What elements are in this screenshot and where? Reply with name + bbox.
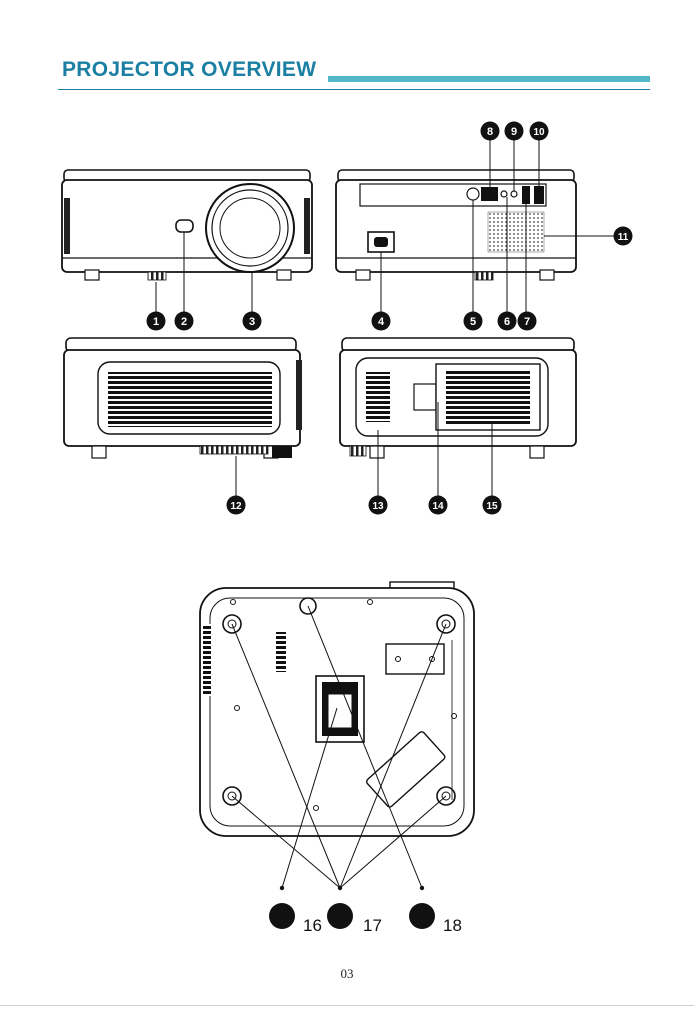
- callout-8: 8: [481, 122, 500, 141]
- callout-1: 1: [147, 312, 166, 331]
- callout-5-label: 5: [470, 316, 476, 328]
- callout-17: 17: [327, 903, 382, 935]
- callout-15: 15: [483, 496, 502, 515]
- callout-13: 13: [369, 496, 388, 515]
- callout-11-label: 11: [618, 232, 629, 243]
- callout-14: 14: [429, 496, 448, 515]
- callout-5: 5: [464, 312, 483, 331]
- callout-4-label: 4: [378, 316, 385, 328]
- callout-7: 7: [518, 312, 537, 331]
- callout-16-label: 16: [303, 916, 322, 935]
- callout-6-label: 6: [504, 316, 510, 328]
- callout-18-label: 18: [443, 916, 462, 935]
- callout-3: 3: [243, 312, 262, 331]
- callout-12-label: 12: [230, 501, 242, 512]
- projector-front-view: [62, 170, 312, 280]
- callout-8-label: 8: [487, 126, 493, 138]
- callout-18: 18: [409, 903, 462, 935]
- callout-10: 10: [530, 122, 549, 141]
- callout-4: 4: [372, 312, 391, 331]
- callout-15-label: 15: [486, 501, 498, 512]
- callout-12: 12: [227, 496, 246, 515]
- projector-side-view: [64, 338, 302, 458]
- callout-7-label: 7: [524, 316, 530, 328]
- callout-9-label: 9: [511, 126, 517, 138]
- callout-1-label: 1: [153, 316, 159, 328]
- projector-rear-view: [336, 170, 576, 280]
- page-bottom-rule: [0, 1005, 694, 1006]
- callout-9: 9: [505, 122, 524, 141]
- callout-10-label: 10: [533, 127, 545, 138]
- callout-11: 11: [614, 227, 633, 246]
- callout-3-label: 3: [249, 316, 255, 328]
- page-number: 03: [0, 966, 694, 982]
- callout-13-label: 13: [372, 501, 384, 512]
- callout-17-label: 17: [363, 916, 382, 935]
- callout-16: 16: [269, 903, 322, 935]
- callout-6: 6: [498, 312, 517, 331]
- callout-14-label: 14: [432, 501, 444, 512]
- callout-2: 2: [175, 312, 194, 331]
- callout-2-label: 2: [181, 316, 187, 328]
- projector-other-side-view: [340, 338, 576, 458]
